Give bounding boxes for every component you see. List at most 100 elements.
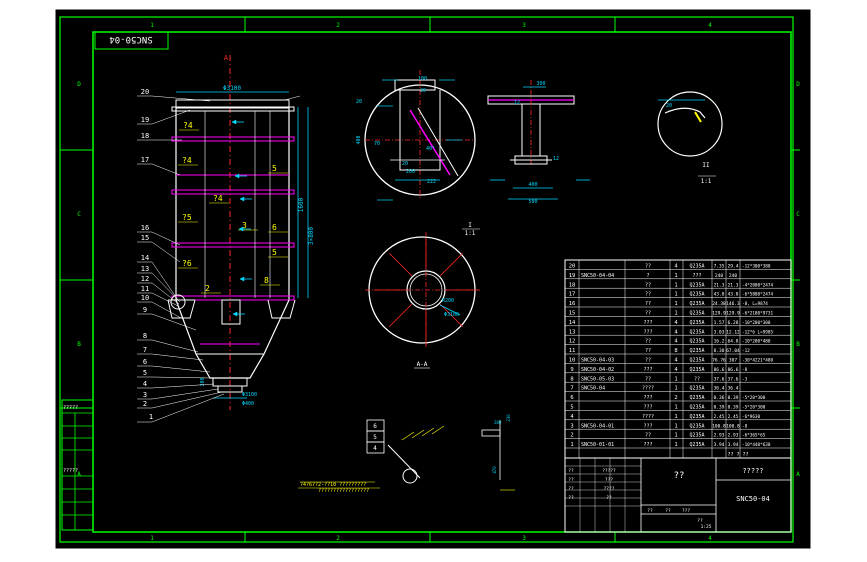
- bom-weight-total: 0.39: [728, 395, 739, 401]
- bom-note: -6*9630: [742, 414, 761, 420]
- callout-leader: [151, 388, 219, 400]
- arrow-head: [239, 196, 245, 202]
- margin-label: ?????: [63, 468, 78, 474]
- bom-note: -4*2000*2474: [742, 282, 773, 288]
- bom-weight-unit: 3.03: [714, 329, 725, 335]
- tb-cell: ????: [604, 486, 615, 492]
- section-i-scale: 1:1: [465, 230, 476, 237]
- plan-radial-rib: [439, 252, 464, 277]
- bom-material: Q235A: [689, 395, 704, 401]
- weld-mark: 5: [272, 248, 277, 257]
- bom-material: Q235A: [689, 339, 704, 345]
- tb-bottom: ???: [682, 508, 690, 514]
- detail-callout: 5: [373, 434, 377, 441]
- bom-material: Q235A: [689, 433, 704, 439]
- bom-weight-unit: 100.8: [712, 423, 726, 429]
- detail-i-plate: [394, 79, 436, 91]
- grid-label-left: A: [77, 471, 81, 478]
- bom-weight-unit: 240: [715, 273, 723, 279]
- weld-mark: 5: [272, 164, 277, 173]
- bom-material: Q235A: [689, 329, 704, 335]
- bom-weight-unit: 24.38: [712, 301, 726, 307]
- grid-label-right: D: [796, 81, 800, 88]
- dim-100: 100: [418, 76, 427, 82]
- bom-weight-unit: 16.2: [714, 339, 725, 345]
- part-callout: 16: [141, 224, 149, 232]
- detail-ii-weld: [694, 111, 702, 123]
- stiffener-ring: [171, 189, 295, 195]
- bom-qty: 4: [674, 358, 678, 364]
- bom-name: ??: [645, 301, 651, 307]
- bom-weight-total: 0.39: [728, 405, 739, 411]
- bom-qty: 1: [674, 442, 677, 448]
- callout-leader: [151, 241, 181, 263]
- lug-detail-left: [170, 294, 186, 310]
- bom-no: 20: [569, 264, 576, 270]
- bom-name: ??: [645, 358, 651, 364]
- bom-qty: 1: [674, 282, 677, 288]
- part-callout: 5: [143, 369, 147, 377]
- support-bracket: [221, 299, 241, 325]
- bom-qty: 4: [674, 367, 678, 373]
- detail-circle-ii: [657, 91, 723, 157]
- bom-name: ??: [645, 282, 651, 288]
- bom-code: SNC50-05-03: [581, 376, 614, 382]
- grid-label-right: A: [796, 471, 800, 478]
- tb-label: ??: [568, 477, 574, 483]
- bom-weight-total: 86.6: [728, 367, 739, 373]
- arrow-head: [234, 173, 240, 179]
- grid-label-top: 3: [522, 22, 526, 29]
- weld-mark: 8: [264, 276, 269, 285]
- grid-label-left: C: [77, 211, 81, 218]
- bom-weight-unit: 36.4: [714, 386, 725, 392]
- bom-weight-total: 146.3: [726, 301, 740, 307]
- dim-200: 200: [406, 169, 415, 175]
- bom-code: SNC50-04-04: [581, 273, 614, 279]
- bom-weight-unit: 21.3: [714, 282, 725, 288]
- bom-weight-unit: 37.6: [714, 376, 725, 382]
- bom-no: 16: [569, 301, 576, 307]
- bom-note: -30*4221*480: [742, 358, 773, 364]
- bom-name: ???: [643, 320, 652, 326]
- weld-mark: ?4: [182, 156, 192, 165]
- footnote-1: ?4?67?2-??10 ?????????: [300, 482, 366, 488]
- grid-label-left: B: [77, 341, 81, 348]
- bom-qty: 4: [674, 329, 678, 335]
- weld-mark: 2: [205, 284, 210, 293]
- bom-code: SNC50-04-03: [581, 358, 614, 364]
- arrow-head: [231, 119, 237, 125]
- bom-no: 9: [570, 367, 573, 373]
- tb-cell: ?????: [602, 468, 616, 474]
- plan-radial-rib: [439, 303, 464, 328]
- bom-code: SNC50-04-01: [581, 423, 614, 429]
- drawing-name: ?????: [742, 467, 763, 475]
- bom-name: ??: [645, 311, 651, 317]
- tb-label: ??: [568, 495, 574, 501]
- bom-note: -6*5880*2474: [742, 292, 773, 298]
- callout-leader: [151, 313, 197, 331]
- top-flange: [171, 106, 295, 112]
- bom-qty: 2: [674, 395, 677, 401]
- bom-no: 18: [569, 282, 576, 288]
- bom-name: ???: [643, 405, 652, 411]
- part-callout: 14: [141, 254, 149, 262]
- bom-qty: 8: [674, 348, 677, 354]
- detail-callout: 6: [373, 423, 377, 430]
- section-i-label: I: [468, 222, 472, 229]
- bom-qty: 1: [674, 292, 677, 298]
- bom-no: 7: [570, 386, 573, 392]
- bom-code: SNC50-04: [581, 386, 605, 392]
- title-block: [564, 457, 792, 533]
- part-callout: 7: [143, 346, 147, 354]
- dim-70: 70: [374, 141, 380, 147]
- part-callout: 2: [143, 400, 147, 408]
- grid-label-left: D: [77, 81, 81, 88]
- bom-material: Q235A: [689, 405, 704, 411]
- dim-height-text: 1600: [298, 197, 305, 212]
- bom-weight-total: 64.8: [728, 339, 739, 345]
- margin-label: ?????: [63, 405, 78, 411]
- bom-name: ???: [643, 395, 652, 401]
- dim-bottom-dia2-text: Φ400: [242, 401, 254, 407]
